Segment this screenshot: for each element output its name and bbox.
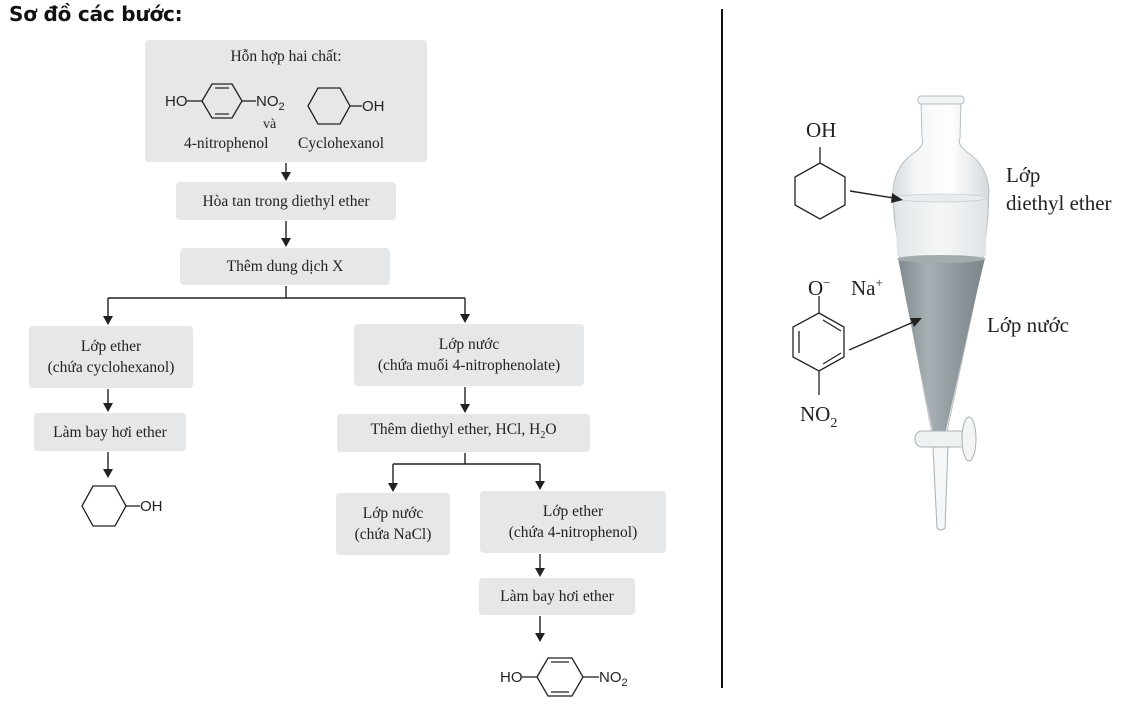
nitro-group-label: NO2: [800, 402, 837, 431]
no2-group-label: NO2: [256, 93, 285, 113]
arrowhead: [103, 469, 113, 478]
evaporate-ether-label-left: Làm bay hơi ether: [53, 423, 167, 441]
arrowhead: [103, 403, 113, 412]
arrowhead: [281, 172, 291, 181]
nacl-layer-content: (chứa NaCl): [354, 526, 432, 543]
arrowhead: [103, 316, 113, 325]
funnel-stem: [932, 446, 949, 531]
conjunction-label: và: [263, 117, 277, 132]
evaporate-ether-box-left: Làm bay hơi ether: [34, 413, 186, 451]
ho-group-label: HO: [165, 93, 188, 110]
product-oh-label: OH: [140, 498, 163, 515]
arrow-to-ether-layer-icon: [891, 193, 903, 203]
phenolate-anion-label: O−: [808, 275, 831, 300]
add-solution-x-label: Thêm dung dịch X: [226, 258, 344, 275]
sodium-cation-label: Na+: [851, 275, 883, 300]
phenolate-molecule: [792, 296, 845, 395]
arrowhead: [460, 404, 470, 413]
nitrophenol-name: 4-nitrophenol: [184, 135, 269, 152]
stopcock-handle: [961, 416, 977, 462]
evaporate-ether-label-right: Làm bay hơi ether: [500, 588, 614, 605]
water-layer: [898, 258, 985, 448]
arrowhead: [460, 314, 470, 323]
cyclohexanol-product-structure: OH: [81, 485, 163, 527]
nacl-water-layer-box: Lớp nước (chứa NaCl): [336, 493, 450, 555]
flowchart-connectors: [103, 163, 545, 642]
dissolve-step-box: Hòa tan trong diethyl ether: [176, 182, 396, 220]
separatory-funnel-illustration: OH O− Na+ NO2: [792, 95, 990, 531]
add-solution-x-box: Thêm dung dịch X: [180, 248, 390, 285]
cyclohexanol-molecule: [794, 147, 846, 220]
arrowhead: [535, 633, 545, 642]
cyclohexanol-structure: OH: [307, 87, 385, 125]
arrowhead: [388, 483, 398, 492]
product-no2-label: NO2: [599, 669, 628, 689]
add-ether-hcl-label: Thêm diethyl ether, HCl, H2O: [370, 421, 557, 442]
arrowhead: [281, 238, 291, 247]
funnel-rim: [917, 95, 965, 105]
product-ho-label: HO: [500, 669, 523, 686]
cyclohexanol-oh-label: OH: [806, 118, 836, 142]
nacl-layer-title: Lớp nước: [362, 505, 424, 522]
nitrophenol-ether-layer-box: Lớp ether (chứa 4-nitrophenol): [480, 491, 666, 553]
ether-layer-label-line1: Lớp: [1006, 163, 1041, 187]
water-layer-content: (chứa muối 4-nitrophenolate): [377, 357, 561, 374]
nitrophenol-layer-content: (chứa 4-nitrophenol): [508, 524, 638, 541]
add-ether-hcl-box: Thêm diethyl ether, HCl, H2O: [337, 414, 590, 452]
diagram-heading: Sơ đồ các bước:: [9, 2, 183, 26]
ether-layer-content: (chứa cyclohexanol): [47, 359, 175, 376]
nitrophenol-product-structure: HO NO2: [500, 657, 628, 697]
vertical-divider: [721, 9, 723, 688]
ether-layer-box: Lớp ether (chứa cyclohexanol): [29, 326, 193, 388]
ether-layer-title: Lớp ether: [80, 338, 142, 355]
ether-layer-label-line2: diethyl ether: [1006, 191, 1112, 215]
nitrophenol-layer-title: Lớp ether: [542, 503, 604, 520]
nitrophenol-structure: HO NO2: [165, 83, 285, 119]
water-layer-label: Lớp nước: [987, 313, 1069, 337]
arrowhead: [535, 481, 545, 490]
water-layer-title: Lớp nước: [438, 336, 500, 353]
arrowhead: [535, 568, 545, 577]
start-mixture-title: Hỗn hợp hai chất:: [230, 48, 342, 65]
dissolve-step-label: Hòa tan trong diethyl ether: [202, 192, 370, 210]
arrow-to-water-layer-icon: [910, 318, 922, 327]
oh-group-label: OH: [362, 98, 385, 115]
cyclohexanol-name: Cyclohexanol: [298, 135, 385, 152]
stopcock-barrel: [914, 430, 968, 448]
water-layer-box: Lớp nước (chứa muối 4-nitrophenolate): [354, 324, 584, 386]
evaporate-ether-box-right: Làm bay hơi ether: [479, 578, 635, 615]
ether-layer: [895, 194, 987, 256]
